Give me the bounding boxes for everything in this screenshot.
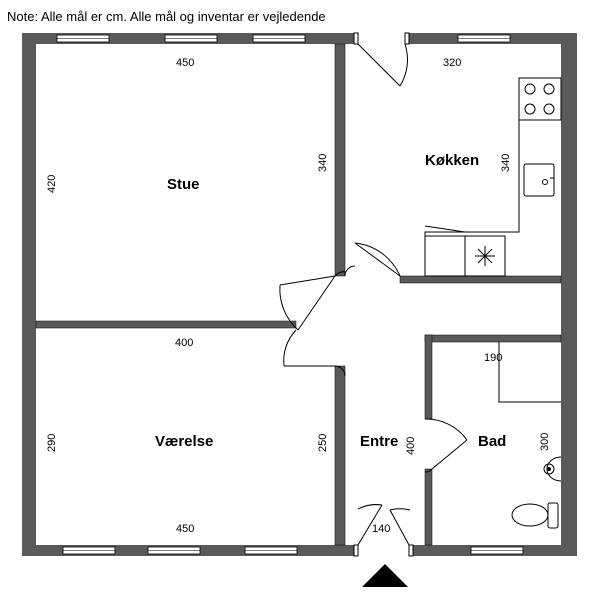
windows: [56, 34, 524, 555]
washbasin-icon: [543, 456, 562, 482]
dim-entre-depth: 400: [405, 437, 417, 455]
dim-vaerelse-bottom: 450: [176, 523, 194, 535]
entrance-arrow-icon: [362, 564, 408, 587]
toilet-icon: [511, 502, 559, 529]
room-label-bad: Bad: [478, 433, 506, 450]
dim-kokken-depth: 340: [500, 154, 512, 172]
living-room-door[interactable]: [279, 271, 347, 331]
dim-bad-width: 190: [484, 352, 502, 364]
bathroom-door[interactable]: [424, 418, 468, 473]
entrance-door[interactable]: [353, 504, 414, 557]
room-label-kokken: Køkken: [425, 152, 479, 169]
door-openings: [355, 33, 411, 556]
outer-walls: [22, 33, 577, 556]
kitchen-inner-door[interactable]: [344, 242, 401, 277]
plan-note: Note: Alle mål er cm. Alle mål og invent…: [7, 9, 326, 24]
dim-stue-depth: 420: [46, 175, 58, 193]
fridge-icon: [464, 235, 506, 277]
bathroom-fixtures: [498, 342, 562, 529]
room-label-vaerelse: Værelse: [155, 433, 213, 450]
doors: [279, 32, 468, 557]
kitchen-door[interactable]: [353, 32, 410, 87]
dim-vaerelse-wall-right: 250: [317, 434, 329, 452]
interior-walls: [35, 43, 562, 546]
kitchen-sink-icon: [523, 163, 555, 197]
stove-icon: [518, 77, 562, 121]
dim-stue-width: 450: [176, 57, 194, 69]
dim-entrance-door: 140: [372, 523, 390, 535]
bedroom-door[interactable]: [283, 329, 346, 377]
dim-kokken-width: 320: [443, 57, 461, 69]
dimension-labels: 450 420 340 320 340 400 290 250 450 190 …: [46, 57, 551, 535]
kitchen-fixtures: [424, 77, 562, 277]
room-labels: Stue Køkken Værelse Entre Bad: [155, 152, 506, 450]
dim-vaerelse-depth: 290: [46, 434, 58, 452]
dim-bad-depth: 300: [539, 433, 551, 451]
room-label-entre: Entre: [360, 433, 398, 450]
dim-stue-wall-right: 340: [317, 154, 329, 172]
dim-vaerelse-top: 400: [175, 337, 193, 349]
room-label-stue: Stue: [167, 176, 200, 193]
